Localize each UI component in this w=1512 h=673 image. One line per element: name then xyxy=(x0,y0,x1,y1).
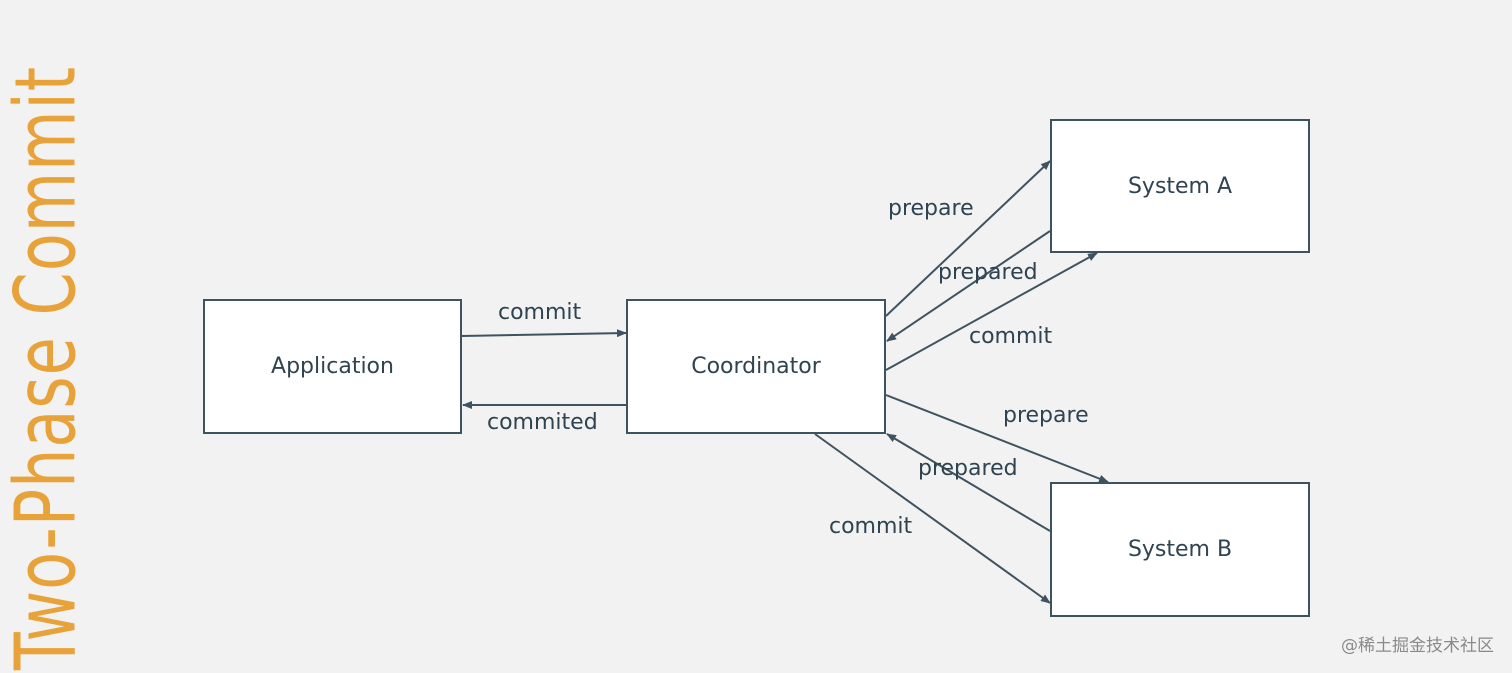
system-a-node: System A xyxy=(1050,119,1310,253)
application-label: Application xyxy=(271,354,394,379)
arrow-app-to-coordinator xyxy=(461,329,627,338)
arrow-coordinator-to-b-commit xyxy=(814,433,1051,604)
arrow-coordinator-to-a-commit xyxy=(885,252,1098,371)
coordinator-label: Coordinator xyxy=(691,354,821,379)
edge-label-app-commit: commit xyxy=(498,300,582,325)
coordinator-node: Coordinator xyxy=(626,299,886,434)
watermark: @稀土掘金技术社区 xyxy=(1341,636,1494,656)
edge-label-b-commit: commit xyxy=(829,514,913,539)
arrow-coordinator-to-a-prepare xyxy=(885,160,1051,317)
edge-label-b-prepared: prepared xyxy=(918,456,1018,481)
system-b-label: System B xyxy=(1127,537,1233,562)
application-node: Application xyxy=(203,299,462,434)
arrow-a-to-coordinator-prepared xyxy=(886,230,1051,342)
arrow-b-to-coordinator-prepared xyxy=(886,433,1051,532)
system-b-node: System B xyxy=(1050,482,1310,617)
edge-label-a-prepare: prepare xyxy=(888,196,974,221)
edge-label-b-prepare: prepare xyxy=(1003,403,1089,428)
edge-label-a-prepared: prepared xyxy=(938,260,1038,285)
edge-label-app-commited: commited xyxy=(487,410,598,435)
arrow-coordinator-to-b-prepare xyxy=(885,394,1109,483)
system-a-label: System A xyxy=(1127,173,1233,199)
edge-label-a-commit: commit xyxy=(969,324,1053,349)
